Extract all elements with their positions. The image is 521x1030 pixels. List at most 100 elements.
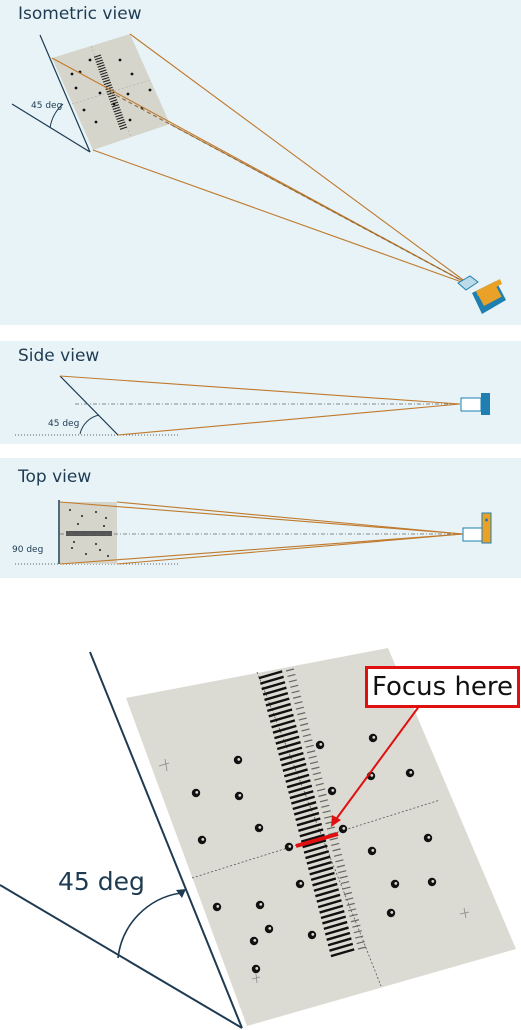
detail-bar xyxy=(259,671,282,678)
detail-fine-bar xyxy=(324,816,332,818)
detail-fine-bar xyxy=(286,669,294,671)
detail-fine-bar xyxy=(304,740,312,742)
side-angle-label: 45 deg xyxy=(48,419,79,429)
detail-dot xyxy=(391,880,399,888)
detail-fine-bar xyxy=(335,860,343,862)
detail-bar xyxy=(291,797,314,804)
detail-bar xyxy=(320,906,343,913)
target-dot xyxy=(113,103,116,106)
target-dot xyxy=(103,525,105,527)
detail-fine-bar xyxy=(306,745,314,747)
detail-bar xyxy=(267,704,290,711)
target-dot xyxy=(95,543,97,545)
detail-fine-bar xyxy=(357,942,365,944)
focus-highlight xyxy=(296,834,338,846)
detail-fine-bar xyxy=(297,713,305,715)
detail-bar xyxy=(307,857,330,864)
detail-bar xyxy=(324,922,347,929)
detail-fine-bar xyxy=(334,854,342,856)
detail-dot xyxy=(328,787,336,795)
target-dot xyxy=(77,523,79,525)
target-dot xyxy=(149,89,152,92)
detail-dot xyxy=(285,843,293,851)
detail-bar xyxy=(273,726,296,733)
detail-dot xyxy=(192,789,200,797)
detail-bar xyxy=(276,737,299,744)
detail-bar xyxy=(290,791,313,798)
detail-fine-bar xyxy=(293,696,301,698)
detail-fine-bar xyxy=(347,903,355,905)
detail-dot xyxy=(316,741,324,749)
detail-dot xyxy=(387,909,395,917)
detail-fine-bar xyxy=(316,783,324,785)
detail-fine-bar xyxy=(299,718,307,720)
detail-fine-bar xyxy=(345,898,353,900)
detail-bar xyxy=(263,688,286,695)
target-dot xyxy=(107,555,109,557)
detail-fine-bar xyxy=(292,691,300,693)
detail-bar xyxy=(286,775,309,782)
detail-fine-bar xyxy=(327,827,335,829)
detail-bar xyxy=(305,851,328,858)
detail-fine-bar xyxy=(358,947,366,949)
detail-bar xyxy=(321,911,344,918)
detail-fine-bar xyxy=(331,843,339,845)
target-dot xyxy=(73,541,75,543)
detail-dot xyxy=(213,903,221,911)
detail-fine-bar xyxy=(337,865,345,867)
detail-bar xyxy=(304,846,327,853)
detail-bar xyxy=(300,829,323,836)
detail-bar xyxy=(298,824,321,831)
detail-bar xyxy=(296,813,319,820)
target-dot xyxy=(69,509,71,511)
detail-fine-bar xyxy=(287,674,295,676)
detail-bar xyxy=(280,753,303,760)
detail-fine-bar xyxy=(317,789,325,791)
detail-fine-bar xyxy=(354,931,362,933)
detail-dot xyxy=(235,792,243,800)
isometric-panel: Isometric view 45 deg xyxy=(0,0,521,325)
detail-bar xyxy=(311,873,334,880)
detail-fine-bar xyxy=(290,685,298,687)
detail-bar xyxy=(328,938,351,945)
detail-bar xyxy=(310,868,333,875)
detail-dot-pattern xyxy=(192,734,436,973)
detail-bar xyxy=(293,802,316,809)
detail-fine-bar xyxy=(352,925,360,927)
detail-fine-bar xyxy=(348,909,356,911)
top-panel: Top view 90 deg xyxy=(0,458,521,578)
detail-fine-bar xyxy=(300,724,308,726)
detail-dot xyxy=(339,825,347,833)
detail-fine-bar xyxy=(313,773,321,775)
detail-bar-pattern xyxy=(259,669,366,956)
detail-dot xyxy=(250,937,258,945)
arrow-icon xyxy=(176,889,186,898)
target-dot xyxy=(127,93,130,96)
detail-dot xyxy=(255,824,263,832)
detail-fine-bar xyxy=(328,833,336,835)
detail-dot xyxy=(234,756,242,764)
focus-callout: Focus here xyxy=(365,666,520,708)
side-diagram: 45 deg xyxy=(0,341,521,444)
detail-fine-bar xyxy=(303,734,311,736)
detail-bar xyxy=(313,878,336,885)
detail-dot xyxy=(428,878,436,886)
target-dot xyxy=(85,553,87,555)
detail-bar xyxy=(329,944,352,951)
detail-bar xyxy=(287,780,310,787)
detail-bar xyxy=(317,895,340,902)
detail-fine-bar xyxy=(341,882,349,884)
detail-fine-bar xyxy=(302,729,310,731)
detail-bar xyxy=(281,759,304,766)
detail-fine-bar xyxy=(344,892,352,894)
detail-bar xyxy=(315,889,338,896)
target-dot xyxy=(71,547,73,549)
camera-icon xyxy=(458,276,506,314)
detail-bar xyxy=(274,731,297,738)
camera-icon xyxy=(463,513,491,543)
target-dot xyxy=(81,515,83,517)
target-dot xyxy=(99,549,101,551)
detail-bar xyxy=(266,699,289,706)
detail-fine-bar xyxy=(333,849,341,851)
side-rays xyxy=(60,376,460,435)
